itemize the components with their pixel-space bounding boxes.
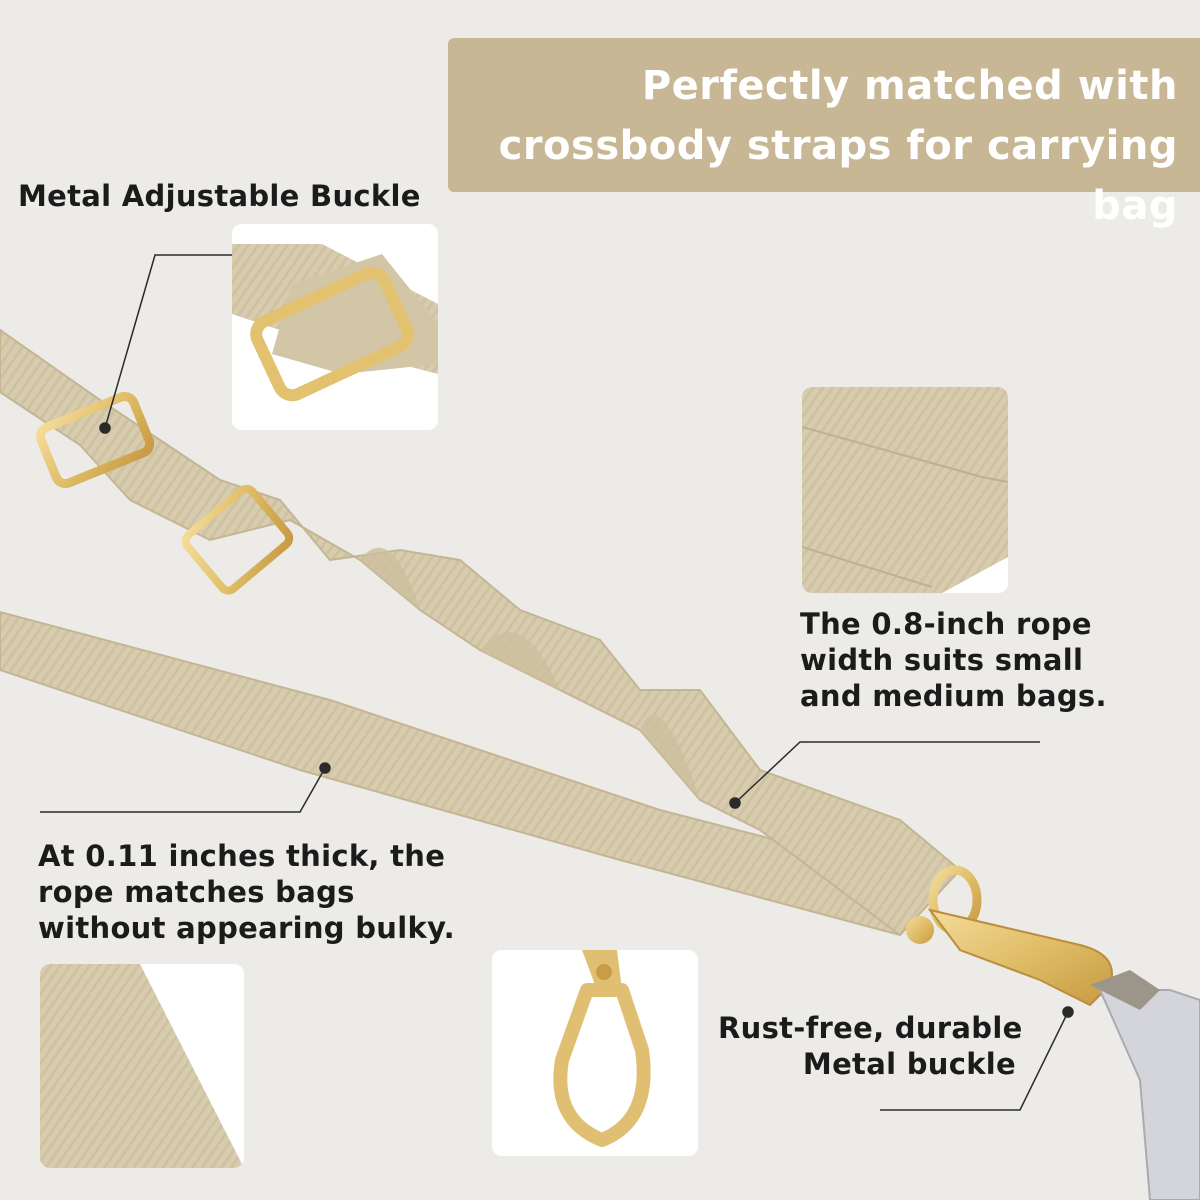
- headline-banner: Perfectly matched with crossbody straps …: [448, 38, 1200, 229]
- rectangle-ring-icon: [181, 484, 294, 595]
- buckle-closeup-thumb: [232, 224, 438, 430]
- thickness-leader-line: [40, 767, 326, 813]
- metal-leader-line: [880, 1011, 1069, 1111]
- slider-buckle-icon: [35, 391, 155, 489]
- metal-callout: Rust-free, durable Metal buckle: [718, 1011, 1023, 1081]
- thickness-closeup-thumb: [40, 964, 244, 1168]
- snap-hook-icon: [906, 865, 1113, 1007]
- thickness-callout: At 0.11 inches thick, the rope matches b…: [38, 839, 455, 945]
- buckle-callout: Metal Adjustable Buckle: [18, 179, 421, 213]
- width-leader-line: [734, 741, 1040, 804]
- banner-line-2: crossbody straps for carrying bag: [498, 123, 1178, 229]
- width-callout: The 0.8-inch rope width suits small and …: [800, 607, 1107, 713]
- weave-closeup-thumb: [802, 387, 1008, 593]
- hook-closeup-thumb: [492, 950, 698, 1156]
- phone-patch-icon: [1090, 970, 1200, 1200]
- buckle-leader-line: [104, 254, 232, 429]
- banner-line-1: Perfectly matched with: [641, 63, 1178, 109]
